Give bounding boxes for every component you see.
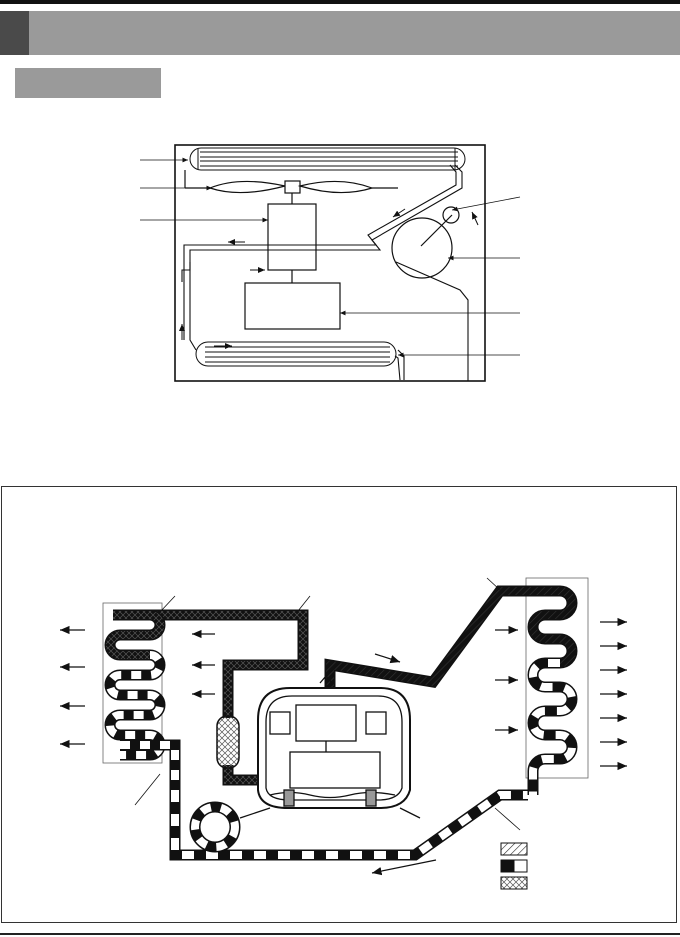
condenser-coil	[195, 341, 397, 367]
legend-crosshatch	[500, 876, 528, 890]
condenser-box	[525, 577, 589, 779]
unit-case	[174, 144, 486, 382]
leader-lines	[140, 157, 521, 358]
evaporator-coil	[189, 147, 466, 171]
blower-wheel	[391, 206, 460, 279]
evaporator-box	[102, 602, 163, 764]
compressor	[239, 675, 421, 819]
unit-layout-diagram	[140, 144, 521, 382]
bottom-rule	[0, 933, 680, 935]
refrigerant-cycle-panel	[1, 486, 677, 923]
refrigerant-piping	[181, 164, 469, 381]
legend-black-white	[500, 859, 515, 873]
compressor-box	[244, 282, 341, 330]
header-bar	[0, 11, 680, 55]
header-tab	[0, 11, 29, 55]
leader-lines	[134, 577, 521, 831]
condenser-serpentine	[527, 585, 578, 795]
flow-arrows	[179, 208, 479, 349]
top-rule	[0, 0, 680, 4]
indoor-fan	[184, 170, 398, 194]
legend-hatched	[500, 842, 528, 856]
evaporator-serpentine	[104, 609, 181, 790]
accumulator	[216, 715, 240, 769]
fan-motor	[267, 193, 317, 283]
airflow-arrows	[59, 617, 627, 876]
legend	[500, 842, 528, 890]
section-tab	[15, 68, 161, 98]
discharge-line	[324, 585, 560, 690]
liquid-line	[169, 789, 528, 861]
suction-line	[113, 609, 309, 786]
refrigerant-cycle-diagram	[59, 577, 627, 890]
